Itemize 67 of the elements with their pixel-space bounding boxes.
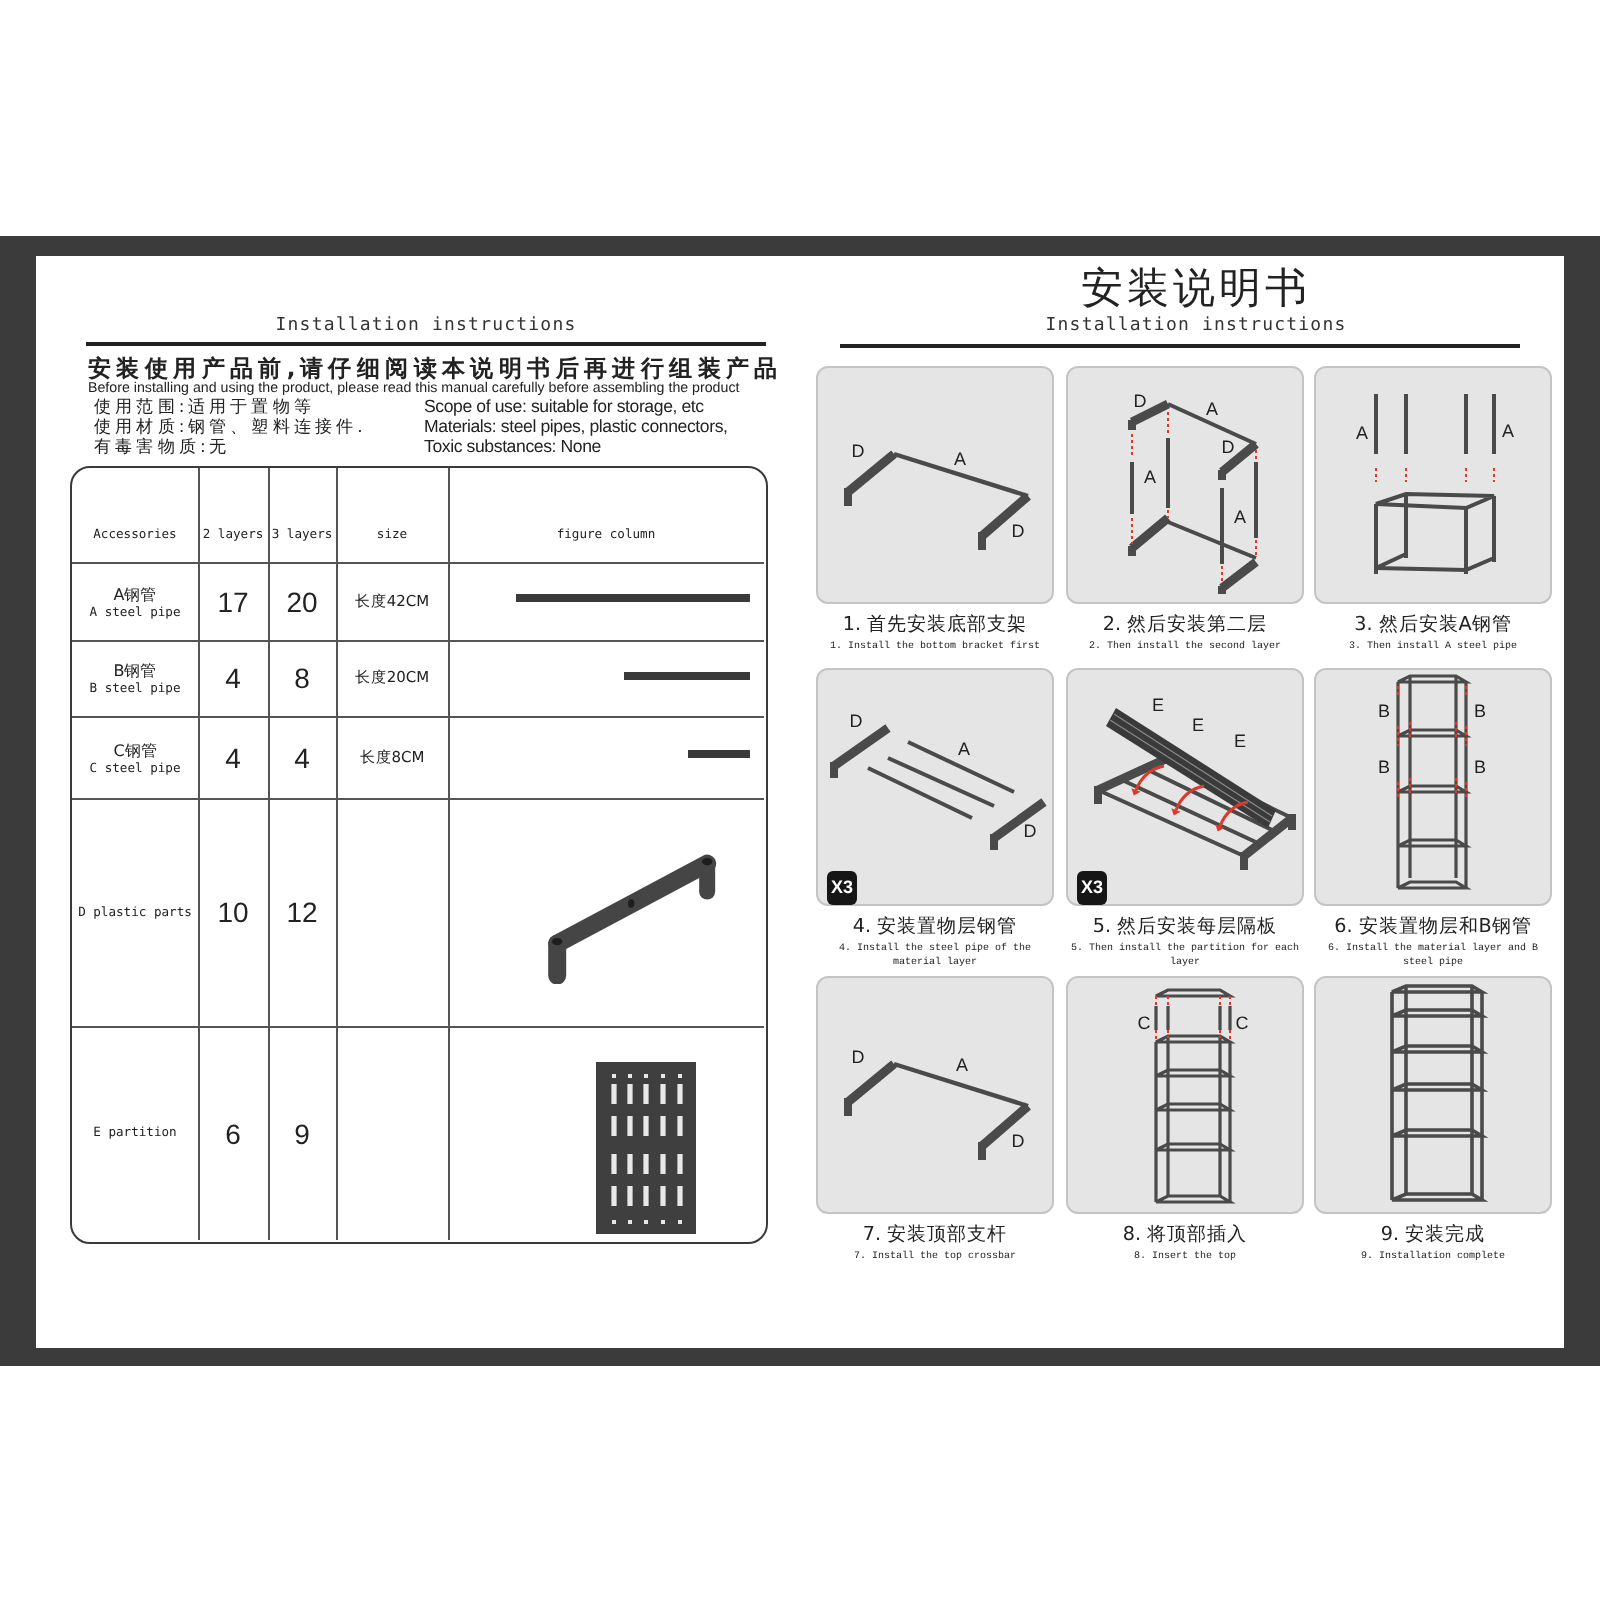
- section-heading: Installation instructions: [273, 316, 579, 336]
- step-caption: 4. 安装置物层钢管: [850, 916, 1020, 940]
- quantity-tag: X3: [827, 871, 857, 905]
- spec-text: 使用范围:适用于置物等: [94, 396, 315, 418]
- part-letter: B: [1474, 759, 1486, 777]
- part-letter: D: [1023, 823, 1037, 841]
- quantity-value: 10: [217, 896, 249, 928]
- part-letter: D: [851, 443, 865, 461]
- step-panel: [1314, 976, 1552, 1214]
- part-letter: A: [1356, 425, 1368, 443]
- part-letter: A: [1234, 509, 1246, 527]
- quantity-value: 8: [294, 662, 310, 694]
- step-panel: [1066, 976, 1304, 1214]
- part-name: B钢管: [113, 660, 157, 682]
- step-panel: [1314, 366, 1552, 604]
- part-letter: E: [1234, 733, 1246, 751]
- intro-text: 安装使用产品前,请仔细阅读本说明书后再进行组装产品: [88, 354, 783, 382]
- part-letter: A: [1502, 423, 1514, 441]
- part-letter: A: [956, 1057, 968, 1075]
- step-panel: [1066, 366, 1304, 604]
- part-letter: A: [954, 451, 966, 469]
- page-title: 安装说明书: [1079, 264, 1313, 312]
- step-caption: 7. 安装顶部支杆: [860, 1224, 1010, 1248]
- step-caption: 3. 然后安装A钢管: [1352, 614, 1514, 638]
- part-name: C钢管: [113, 739, 157, 761]
- step-panel: [816, 976, 1054, 1214]
- part-letter: D: [1221, 439, 1235, 457]
- part-letter: C: [1137, 1015, 1151, 1033]
- part-letter: D: [1133, 393, 1147, 411]
- quantity-value: 4: [294, 741, 310, 773]
- part-letter: D: [849, 713, 863, 731]
- part-letter: D: [1011, 1133, 1025, 1151]
- spec-text: Materials: steel pipes, plastic connectors,: [424, 416, 728, 436]
- quantity-value: 4: [225, 741, 241, 773]
- quantity-value: 4: [225, 662, 241, 694]
- step-caption: 6. 安装置物层和B钢管: [1332, 916, 1534, 940]
- quantity-tag: X3: [1077, 871, 1107, 905]
- quantity-value: 9: [294, 1117, 310, 1149]
- step-caption: 5. 然后安装每层隔板: [1090, 916, 1280, 940]
- step-caption: 2. 然后安装第二层: [1100, 614, 1270, 638]
- part-letter: D: [1011, 523, 1025, 541]
- step-caption: 8. 将顶部插入: [1120, 1224, 1250, 1248]
- step-panel: [816, 366, 1054, 604]
- spec-text: 使用材质:钢管、塑料连接件.: [94, 416, 366, 438]
- spec-text: Toxic substances: None: [424, 436, 602, 456]
- part-letter: A: [958, 741, 970, 759]
- part-letter: D: [851, 1049, 865, 1067]
- part-letter: B: [1378, 759, 1390, 777]
- part-letter: A: [1144, 469, 1156, 487]
- spec-text: 有毒害物质:无: [94, 436, 231, 460]
- part-letter: E: [1152, 697, 1164, 715]
- part-letter: C: [1235, 1015, 1249, 1033]
- part-name: A钢管: [113, 583, 157, 605]
- step-panel: [1066, 668, 1304, 906]
- step-caption: 9. 安装完成: [1378, 1224, 1488, 1248]
- quantity-value: 20: [286, 585, 318, 617]
- part-letter: B: [1378, 703, 1390, 721]
- spec-text: Scope of use: suitable for storage, etc: [424, 396, 704, 416]
- part-letter: E: [1192, 717, 1204, 735]
- quantity-value: 6: [225, 1117, 241, 1149]
- quantity-value: 12: [286, 896, 318, 928]
- part-letter: B: [1474, 703, 1486, 721]
- part-letter: A: [1206, 401, 1218, 419]
- step-panel: [816, 668, 1054, 906]
- step-caption: 1. 首先安装底部支架: [840, 614, 1030, 638]
- section-heading: Installation instructions: [1043, 316, 1349, 336]
- quantity-value: 17: [217, 585, 249, 617]
